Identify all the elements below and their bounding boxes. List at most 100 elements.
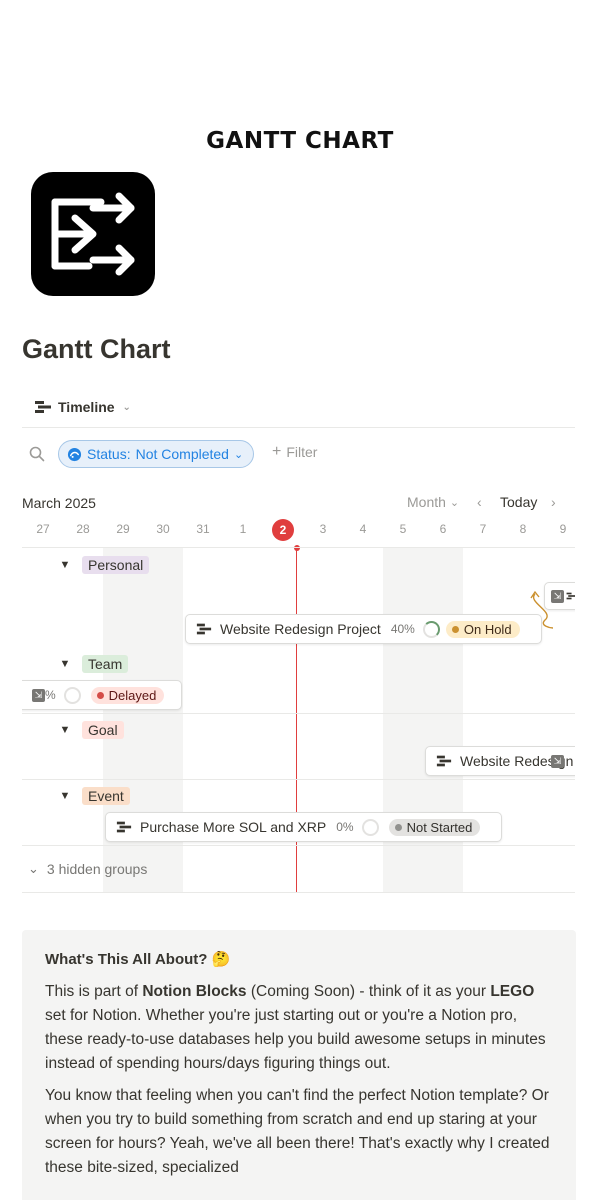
text-run: set for Notion. Whether you're just star…	[45, 1007, 546, 1072]
progress-ring-icon	[361, 818, 379, 836]
timeline-scale-select[interactable]: Month ⌄	[407, 494, 459, 510]
plus-icon: +	[272, 443, 282, 460]
day-label: 1	[239, 522, 247, 536]
day-label: 4	[359, 522, 367, 536]
callout-paragraph-1: This is part of Notion Blocks (Coming So…	[45, 980, 553, 1076]
task-bar-website-redesign[interactable]: Website Redesign	[425, 746, 575, 776]
open-icon[interactable]: ⇲	[32, 688, 45, 702]
group-tag-goal: Goal	[82, 721, 124, 739]
info-callout: What's This All About? 🤔 This is part of…	[22, 930, 576, 1200]
group-header-goal[interactable]: ▼ Goal	[58, 721, 124, 739]
search-icon[interactable]	[29, 446, 45, 462]
hidden-groups-label: 3 hidden groups	[46, 861, 148, 877]
task-bar-purchase-more-sol-and-xrp[interactable]: Purchase More SOL and XRP 0% Not Started	[105, 812, 502, 842]
day-label: 27	[36, 522, 50, 536]
task-progress: %	[45, 688, 56, 702]
add-filter-label: Filter	[286, 444, 318, 460]
today-line	[296, 548, 297, 892]
status-label: On Hold	[463, 621, 512, 637]
day-label: 29	[116, 522, 130, 536]
day-label: 9	[559, 522, 567, 536]
timeline-icon	[566, 592, 575, 600]
timeline-canvas[interactable]: ▼ Personal Website Redesign Project 40% …	[22, 547, 575, 892]
collapse-triangle-icon[interactable]: ▼	[59, 724, 71, 736]
today-button[interactable]: Today	[500, 494, 538, 510]
status-badge: Not Started	[388, 818, 481, 836]
task-bar-website-redesign-project[interactable]: Website Redesign Project 40% On Hold	[185, 614, 542, 644]
callout-paragraph-2: You know that feeling when you can't fin…	[45, 1087, 550, 1176]
status-dot	[96, 691, 104, 699]
day-label: 28	[76, 522, 90, 536]
day-label: 31	[196, 522, 210, 536]
day-label: 30	[156, 522, 170, 536]
task-name: Website Redesign	[460, 753, 574, 769]
chevron-left-icon[interactable]: ‹	[477, 494, 482, 510]
text-run-bold: LEGO	[490, 983, 535, 1000]
status-badge: On Hold	[445, 620, 520, 638]
day-label: 6	[439, 522, 447, 536]
group-header-event[interactable]: ▼ Event	[58, 787, 130, 805]
status-label: Not Started	[406, 819, 473, 835]
day-label: 5	[399, 522, 407, 536]
day-label: 2	[272, 519, 294, 541]
tab-timeline-label: Timeline	[58, 399, 115, 415]
day-label: 3	[319, 522, 327, 536]
task-bar-offscreen[interactable]: ⇲	[544, 582, 575, 610]
collapse-triangle-icon[interactable]: ▼	[59, 658, 71, 670]
collapse-triangle-icon[interactable]: ▼	[59, 790, 71, 802]
divider	[22, 892, 575, 893]
task-name: Purchase More SOL and XRP	[140, 819, 327, 835]
day-label: 8	[519, 522, 527, 536]
text-run: (Coming Soon) - think of it as your	[246, 983, 491, 1000]
status-filter-key: Status:	[87, 446, 131, 462]
group-header-team[interactable]: ▼ Team	[58, 655, 129, 673]
task-progress: 40%	[390, 622, 415, 636]
task-progress: 0%	[336, 820, 354, 834]
open-icon[interactable]: ⇲	[551, 755, 564, 768]
timeline-icon	[196, 623, 212, 635]
status-filter-chip[interactable]: Status: Not Completed ⌄	[58, 440, 255, 468]
group-separator	[22, 713, 575, 714]
chevron-down-icon[interactable]: ⌄	[122, 401, 131, 413]
chevron-down-icon: ⌄	[233, 448, 244, 461]
collapse-triangle-icon[interactable]: ▼	[59, 559, 71, 571]
page-title: Gantt Chart	[22, 334, 171, 364]
divider	[22, 427, 575, 428]
hidden-groups-toggle[interactable]: ⌄ 3 hidden groups	[28, 861, 147, 877]
chevron-down-icon: ⌄	[449, 496, 460, 509]
progress-ring-icon	[63, 686, 81, 704]
group-header-personal[interactable]: ▼ Personal	[58, 556, 150, 574]
group-tag-event: Event	[82, 787, 130, 805]
month-label: March 2025	[22, 495, 96, 511]
status-dot	[394, 823, 402, 831]
progress-ring-icon	[422, 620, 440, 638]
status-badge: Delayed	[90, 686, 165, 704]
gantt-app-icon[interactable]	[31, 172, 155, 296]
status-dot	[451, 625, 459, 633]
day-label: 7	[479, 522, 487, 536]
dependency-arrow	[530, 590, 554, 629]
chevron-right-icon[interactable]: ›	[551, 494, 556, 510]
tab-timeline[interactable]: Timeline ⌄	[34, 396, 131, 418]
group-tag-team: Team	[82, 655, 129, 673]
add-filter-button[interactable]: + Filter	[272, 443, 318, 461]
timeline-icon	[436, 755, 452, 767]
chevron-down-icon: ⌄	[28, 861, 39, 876]
callout-heading: What's This All About? 🤔	[45, 951, 231, 968]
task-name: Website Redesign Project	[220, 621, 381, 637]
status-filter-value: Not Completed	[135, 446, 229, 462]
status-label: Delayed	[108, 687, 157, 703]
timeline-icon	[116, 821, 132, 833]
timeline-icon	[35, 401, 51, 413]
today-marker	[294, 545, 300, 551]
timeline-scale-label: Month	[407, 494, 446, 510]
text-run: This is part of	[45, 983, 143, 1000]
open-icon[interactable]: ⇲	[551, 589, 564, 603]
text-run-bold: Notion Blocks	[142, 983, 247, 1000]
group-separator	[22, 779, 575, 780]
status-filter-icon	[67, 447, 82, 461]
group-tag-personal: Personal	[82, 556, 150, 574]
group-separator	[22, 845, 575, 846]
banner-title: GANTT CHART	[206, 128, 394, 154]
task-bar-team[interactable]: ⇲ % Delayed	[22, 680, 182, 710]
